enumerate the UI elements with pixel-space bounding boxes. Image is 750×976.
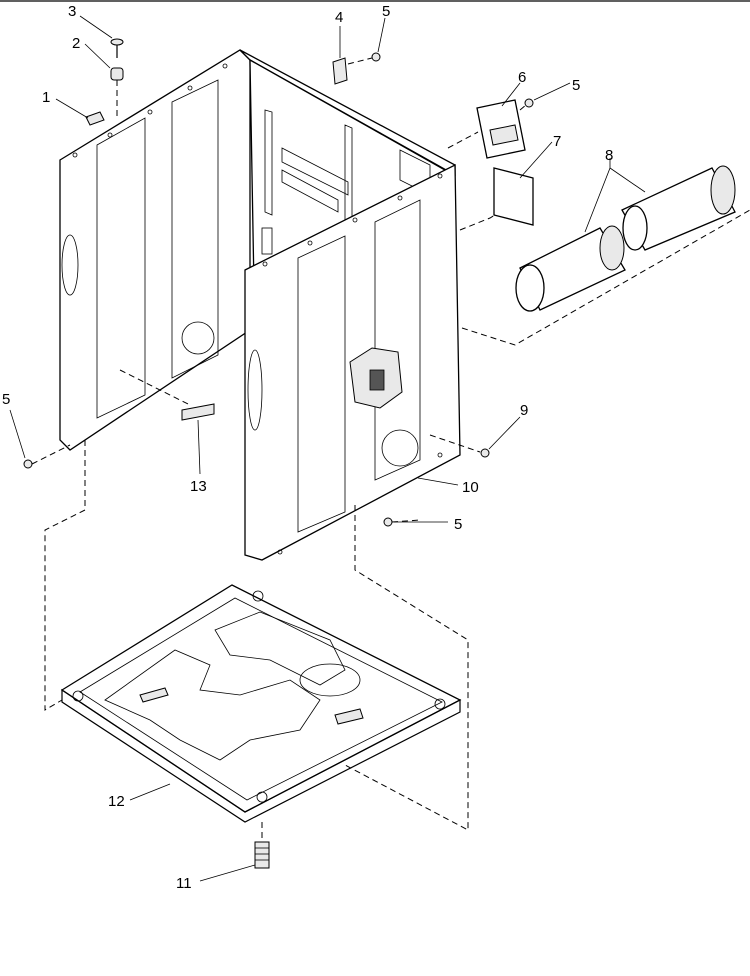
part-2-spacer xyxy=(110,67,124,81)
part-1-clip xyxy=(85,111,105,126)
rear-slot-2 xyxy=(281,169,339,213)
left-panel-handle-slot xyxy=(61,234,79,296)
left-panel-rib-1 xyxy=(96,117,146,419)
part-8-tube-upper xyxy=(621,165,736,251)
cabinet-rivets xyxy=(72,63,443,555)
left-panel-knockout xyxy=(181,321,215,355)
callout-2: 2 xyxy=(72,35,80,52)
leader-4 xyxy=(347,57,373,65)
callout-1: 1 xyxy=(42,89,50,106)
rear-slot-3 xyxy=(264,109,273,216)
right-panel-handle-slot xyxy=(247,349,263,431)
part-8-tube-lower xyxy=(515,225,626,312)
base-pan-slot-1 xyxy=(139,687,169,703)
base-pan-slot-2 xyxy=(334,708,364,725)
callout-5-left: 5 xyxy=(2,391,10,408)
base-pan-emboss-1 xyxy=(104,649,321,761)
base-pan-round xyxy=(299,663,361,697)
callout-7: 7 xyxy=(553,133,561,150)
rear-bracket xyxy=(261,227,273,255)
callout-3: 3 xyxy=(68,3,76,20)
part-9-screw xyxy=(480,448,490,458)
callout-5-top: 5 xyxy=(382,3,390,20)
cabinet-left-wall xyxy=(59,49,251,451)
callout-5-right: 5 xyxy=(572,77,580,94)
callout-13: 13 xyxy=(190,478,207,495)
right-panel-knockout xyxy=(381,429,419,467)
part-7-pad xyxy=(493,167,534,226)
part-3-screw xyxy=(110,38,124,58)
callout-10: 10 xyxy=(462,479,479,496)
callout-leaders xyxy=(9,15,646,882)
part-11-leveling-leg xyxy=(254,841,270,869)
part-5-screw-left xyxy=(23,459,33,469)
part-4-bracket xyxy=(332,57,348,85)
callout-12: 12 xyxy=(108,793,125,810)
part-5-screw-top xyxy=(371,52,381,62)
leader-9 xyxy=(429,434,481,453)
callout-9: 9 xyxy=(520,402,528,419)
callout-8: 8 xyxy=(605,147,613,164)
part-12-base-pan xyxy=(60,584,462,823)
callout-5-bottom: 5 xyxy=(454,516,462,533)
callout-11: 11 xyxy=(176,875,192,892)
part-5-screw-right xyxy=(524,98,534,108)
vent-duct xyxy=(369,369,385,391)
callout-4: 4 xyxy=(335,9,343,26)
part-6-slot xyxy=(489,124,519,146)
left-panel-rib-2 xyxy=(171,79,219,379)
part-5-screw-bottom xyxy=(383,517,393,527)
base-pan-emboss-2 xyxy=(214,611,346,686)
right-panel-rib-1 xyxy=(297,235,346,533)
cabinet-assembly xyxy=(59,49,461,561)
callout-6: 6 xyxy=(518,69,526,86)
part-13-label xyxy=(181,403,215,421)
rear-slot-1 xyxy=(281,147,349,196)
